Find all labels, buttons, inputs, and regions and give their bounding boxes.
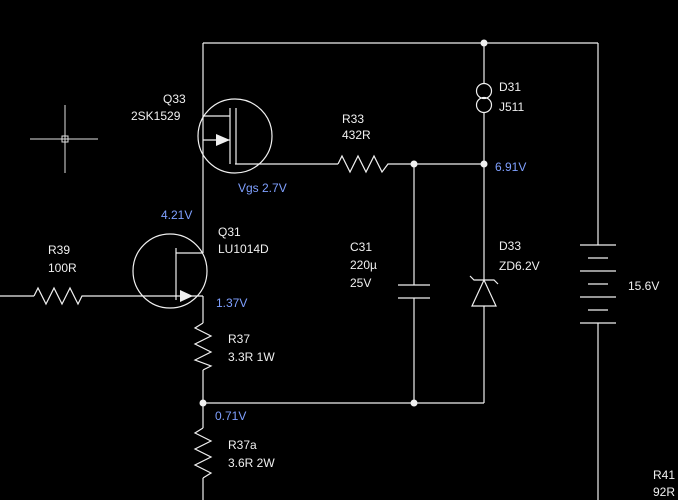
r37-resistor-symbol[interactable] [193, 322, 213, 371]
battery-voltage-label: 15.6V [628, 279, 659, 293]
d33-value-label: ZD6.2V [499, 259, 540, 273]
c31-rating-label: 25V [350, 276, 371, 290]
d31-ref-label: D31 [499, 80, 521, 94]
node-voltage-137: 1.37V [216, 296, 247, 310]
r37-ref-label: R37 [228, 332, 250, 346]
r37a-resistor-symbol[interactable] [193, 427, 213, 479]
crosshair-cursor-icon [30, 105, 98, 173]
node-voltage-071: 0.71V [215, 409, 246, 423]
node-voltage-421: 4.21V [161, 208, 192, 222]
r39-value-label: 100R [48, 261, 77, 275]
d31-value-label: J511 [499, 100, 524, 114]
r41-value-label: 92R [653, 485, 675, 499]
q31-ref-label: Q31 [218, 225, 241, 239]
q31-value-label: LU1014D [218, 242, 269, 256]
d33-zener-symbol[interactable] [469, 275, 499, 308]
q33-mosfet-symbol[interactable] [197, 98, 273, 174]
c31-ref-label: C31 [350, 240, 372, 254]
r41-ref-label: R41 [653, 468, 675, 482]
r33-value-label: 432R [342, 128, 371, 142]
junction-dots [199, 39, 488, 407]
q33-ref-label: Q33 [163, 92, 186, 106]
r37a-ref-label: R37a [228, 438, 257, 452]
q31-transistor-symbol[interactable] [132, 233, 208, 309]
r39-ref-label: R39 [48, 243, 70, 257]
c31-value-label: 220µ [350, 258, 377, 272]
wires [0, 42, 599, 500]
d31-diode-symbol[interactable] [475, 82, 493, 114]
d33-ref-label: D33 [499, 239, 521, 253]
battery-symbol[interactable] [580, 244, 616, 330]
r39-resistor-symbol[interactable] [33, 286, 86, 306]
r37-value-label: 3.3R 1W [228, 350, 275, 364]
r37a-value-label: 3.6R 2W [228, 456, 275, 470]
q33-value-label: 2SK1529 [131, 109, 181, 123]
node-voltage-691: 6.91V [495, 160, 526, 174]
c31-capacitor-symbol[interactable] [398, 284, 430, 299]
r33-ref-label: R33 [342, 112, 364, 126]
r33-resistor-symbol[interactable] [337, 154, 392, 174]
vgs-voltage-label: Vgs 2.7V [238, 181, 287, 195]
